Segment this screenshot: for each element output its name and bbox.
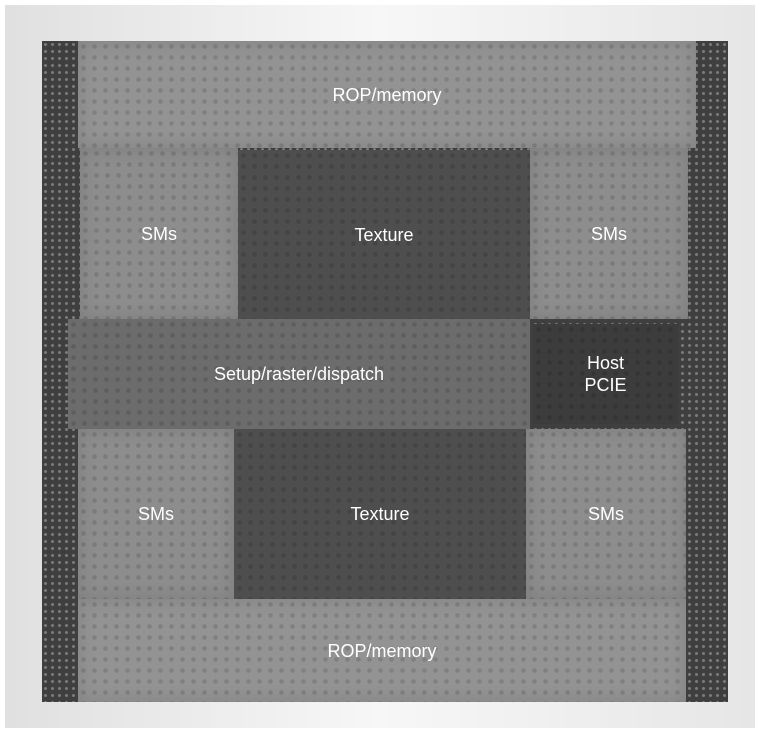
rop-memory-bottom-block: ROP/memory bbox=[78, 599, 686, 702]
sms-top-left-label: SMs bbox=[141, 223, 177, 244]
pcie-label: PCIE bbox=[584, 375, 627, 395]
gpu-die-photo: ROP/memory SMs Texture SMs Setup/raster/… bbox=[42, 41, 728, 702]
setup-raster-dispatch-block: Setup/raster/dispatch bbox=[68, 319, 530, 429]
sms-bottom-left-label: SMs bbox=[138, 504, 174, 524]
sms-bottom-left-block: SMs bbox=[78, 429, 234, 599]
sms-top-left-block: SMs bbox=[80, 148, 238, 319]
rop-memory-bottom-label: ROP/memory bbox=[327, 640, 437, 661]
host-pcie-block: Host PCIE bbox=[533, 324, 678, 424]
texture-top-block: Texture bbox=[238, 150, 530, 319]
rop-memory-top-block: ROP/memory bbox=[78, 41, 696, 148]
sms-top-right-block: SMs bbox=[530, 148, 688, 319]
sms-top-right-label: SMs bbox=[591, 223, 627, 244]
host-label: Host bbox=[586, 353, 624, 373]
rop-memory-top-label: ROP/memory bbox=[332, 84, 442, 105]
texture-bottom-label: Texture bbox=[350, 504, 410, 524]
sms-bottom-right-block: SMs bbox=[526, 429, 686, 599]
texture-bottom-block: Texture bbox=[234, 429, 526, 599]
sms-bottom-right-label: SMs bbox=[588, 504, 624, 524]
setup-raster-dispatch-label: Setup/raster/dispatch bbox=[213, 364, 385, 384]
texture-top-label: Texture bbox=[354, 224, 414, 245]
